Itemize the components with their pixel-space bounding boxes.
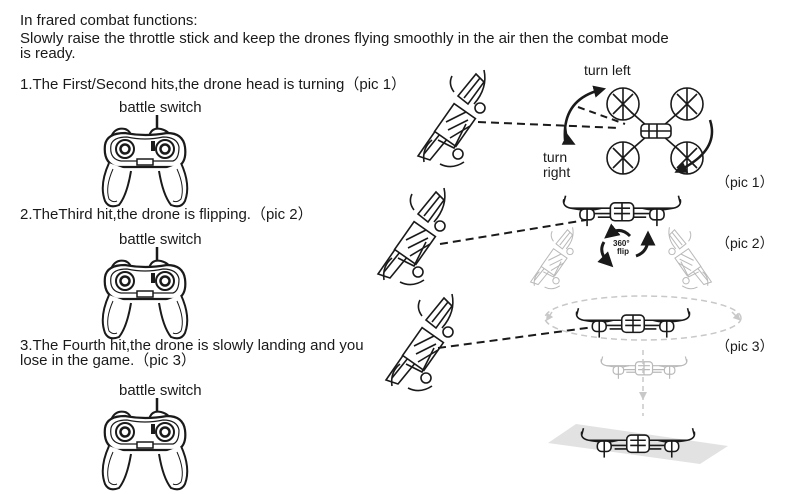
turn-right-label-line-2: right: [543, 164, 571, 180]
flip-badge-line-2: flip: [617, 247, 629, 256]
step-2-text: 2.TheThird hit,the drone is flipping.（pi…: [20, 206, 313, 223]
quadcopter-icon: [580, 427, 696, 459]
hover-orbit-ellipse: [544, 295, 742, 341]
flip-arrows-icon: [597, 223, 656, 268]
step-3-text-line-2: lose in the game.（pic 3）: [20, 352, 196, 369]
descent-arrow: [639, 350, 647, 416]
intro-text-line-1: Slowly raise the throttle stick and keep…: [20, 30, 669, 47]
step-1-text: 1.The First/Second hits,the drone head i…: [20, 76, 407, 93]
pic-2-dashed-line: [439, 219, 587, 245]
turn-left-label: turn left: [584, 62, 631, 78]
step-3-text-line-1: 3.The Fourth hit,the drone is slowly lan…: [20, 337, 364, 354]
battle-switch-label-1: battle switch: [119, 99, 202, 116]
curved-arrow-icon: [561, 85, 714, 173]
turn-right-label-line-1: turn: [543, 149, 568, 165]
ground-plane: [548, 424, 728, 464]
flip-badge-line-1: 360°: [613, 239, 630, 248]
pic-2-caption: （pic 2）: [716, 235, 774, 251]
intro-text-line-2: is ready.: [20, 45, 76, 62]
pic-3-caption: （pic 3）: [716, 338, 774, 354]
pic-3-dashed-line: [437, 326, 595, 349]
battle-switch-label-3: battle switch: [119, 382, 202, 399]
section-heading: In frared combat functions:: [20, 12, 198, 29]
pic-1-dashed-line: [477, 106, 626, 129]
battle-switch-label-2: battle switch: [119, 231, 202, 248]
pic-1-caption: （pic 1）: [716, 174, 774, 190]
